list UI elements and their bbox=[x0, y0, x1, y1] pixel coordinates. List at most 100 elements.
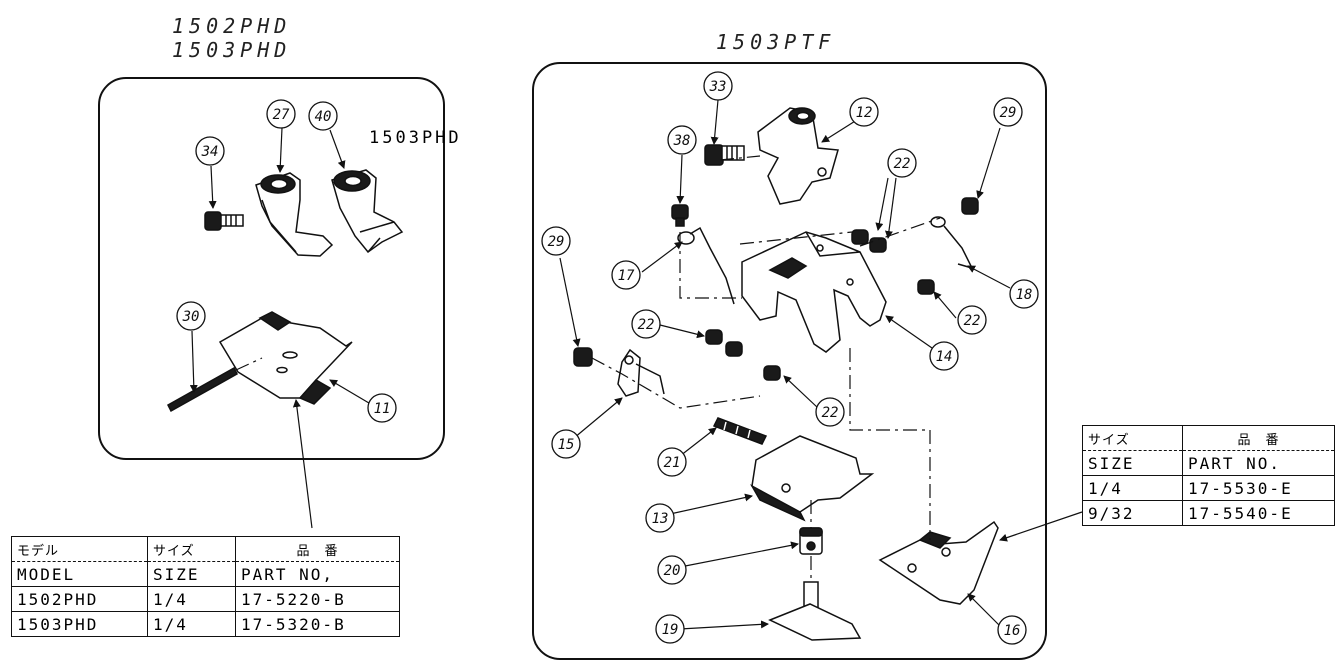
right-callout-circle bbox=[929, 341, 959, 371]
left-diagram-panel bbox=[98, 77, 445, 460]
cell-size: 1/4 bbox=[147, 611, 236, 637]
part-21-spring bbox=[712, 417, 768, 445]
right-callout-number: 38 bbox=[673, 133, 691, 149]
cell-partno: 17-5220-B bbox=[235, 586, 400, 612]
part-19-foot bbox=[768, 581, 862, 641]
header-size-jp: サイズ bbox=[1082, 425, 1183, 451]
left-callout-number: 11 bbox=[374, 401, 391, 417]
right-callout-circle bbox=[957, 305, 987, 335]
right-callout-circle bbox=[667, 125, 697, 155]
table-header-jp: モデル サイズ 品 番 bbox=[11, 536, 400, 562]
right-callout-circle bbox=[997, 615, 1027, 645]
part-13-shoe bbox=[750, 435, 875, 522]
part-27-holder bbox=[255, 172, 334, 257]
table-row: 1502PHD 1/4 17-5220-B bbox=[11, 586, 400, 612]
header-size: SIZE bbox=[1082, 450, 1183, 476]
part-22-screws bbox=[705, 229, 935, 381]
left-title-line2: 1503PHD bbox=[172, 38, 292, 62]
part-40-holder bbox=[331, 169, 404, 254]
right-callout-number: 18 bbox=[1016, 287, 1033, 303]
left-callout-circle bbox=[266, 99, 296, 129]
right-callout-number: 19 bbox=[662, 622, 679, 638]
part-15-lever bbox=[617, 348, 665, 397]
left-callout-number: 40 bbox=[315, 109, 332, 125]
header-partno: PART NO, bbox=[235, 561, 400, 587]
right-callout-circle bbox=[657, 555, 687, 585]
right-diagram-panel bbox=[532, 62, 1047, 660]
header-size: SIZE bbox=[147, 561, 236, 587]
right-callout-number: 12 bbox=[856, 105, 873, 121]
table-header-en: MODEL SIZE PART NO, bbox=[11, 561, 400, 587]
header-partno-jp: 品 番 bbox=[235, 536, 400, 562]
right-callout-circle bbox=[611, 260, 641, 290]
header-model-jp: モデル bbox=[11, 536, 148, 562]
part-12-body bbox=[757, 107, 839, 205]
left-parts-table: モデル サイズ 品 番 MODEL SIZE PART NO, 1502PHD … bbox=[11, 536, 400, 637]
left-callout-number: 27 bbox=[273, 107, 290, 123]
left-callout-circle bbox=[176, 301, 206, 331]
left-callout-number: 30 bbox=[182, 309, 200, 325]
cell-size: 9/32 bbox=[1082, 500, 1183, 526]
right-title: 1503PTF bbox=[716, 30, 836, 54]
header-model: MODEL bbox=[11, 561, 148, 587]
right-callout-number: 16 bbox=[1004, 623, 1021, 639]
right-callout-number: 22 bbox=[894, 156, 911, 172]
header-partno: PART NO. bbox=[1182, 450, 1335, 476]
right-callout-number: 29 bbox=[1000, 105, 1017, 121]
right-callout-number: 33 bbox=[709, 79, 727, 95]
cell-model: 1503PHD bbox=[11, 611, 148, 637]
right-callout-number: 20 bbox=[664, 563, 681, 579]
right-callout-circle bbox=[703, 71, 733, 101]
cell-partno: 17-5320-B bbox=[235, 611, 400, 637]
table-header-en: SIZE PART NO. bbox=[1082, 450, 1335, 476]
part-16-presser-foot bbox=[878, 520, 999, 605]
right-callout-number: 13 bbox=[652, 511, 669, 527]
part-20-nut bbox=[799, 527, 823, 555]
callout-leaders-right bbox=[559, 99, 1083, 630]
right-callout-circle bbox=[849, 97, 879, 127]
right-callout-circle bbox=[631, 309, 661, 339]
right-callout-number: 22 bbox=[964, 313, 981, 329]
right-callout-circle bbox=[645, 503, 675, 533]
table-row: 1503PHD 1/4 17-5320-B bbox=[11, 611, 400, 637]
table-row: 1/4 17-5530-E bbox=[1082, 475, 1335, 501]
cell-partno: 17-5530-E bbox=[1182, 475, 1335, 501]
left-callout-circle bbox=[308, 101, 338, 131]
left-title-line1: 1502PHD bbox=[172, 14, 292, 38]
cell-partno: 17-5540-E bbox=[1182, 500, 1335, 526]
right-callout-number: 21 bbox=[664, 455, 681, 471]
callouts-left: 34 27 40 30 11 bbox=[176, 99, 397, 423]
right-callout-circle bbox=[815, 397, 845, 427]
right-callout-circle bbox=[655, 614, 685, 644]
table-row: 9/32 17-5540-E bbox=[1082, 500, 1335, 526]
part-34-screw bbox=[204, 211, 244, 231]
right-callout-circle bbox=[1009, 279, 1039, 309]
right-callout-circle bbox=[551, 429, 581, 459]
left-callout-circle bbox=[195, 136, 225, 166]
cell-size: 1/4 bbox=[147, 586, 236, 612]
part-30-pin bbox=[167, 366, 238, 413]
right-callout-number: 29 bbox=[548, 234, 565, 250]
assembly-guide-lines bbox=[235, 155, 941, 582]
header-partno-jp: 品 番 bbox=[1182, 425, 1335, 451]
right-callout-number: 22 bbox=[822, 405, 839, 421]
header-size-jp: サイズ bbox=[147, 536, 236, 562]
right-callout-circle bbox=[657, 447, 687, 477]
part-29-screw-right bbox=[961, 197, 979, 215]
table-header-jp: サイズ 品 番 bbox=[1082, 425, 1335, 451]
right-callout-number: 17 bbox=[618, 268, 635, 284]
cell-size: 1/4 bbox=[1082, 475, 1183, 501]
part-17-spring bbox=[677, 226, 735, 305]
part-38-screw bbox=[671, 204, 689, 227]
left-callout-circle bbox=[367, 393, 397, 423]
left-callout-number: 34 bbox=[201, 144, 219, 160]
left-side-model-label: 1503PHD bbox=[369, 128, 462, 148]
right-callout-circle bbox=[541, 226, 571, 256]
part-29-screw-left bbox=[573, 347, 593, 367]
right-callout-circle bbox=[887, 148, 917, 178]
right-callout-number: 15 bbox=[558, 437, 575, 453]
part-14-bracket bbox=[741, 231, 887, 353]
cell-model: 1502PHD bbox=[11, 586, 148, 612]
